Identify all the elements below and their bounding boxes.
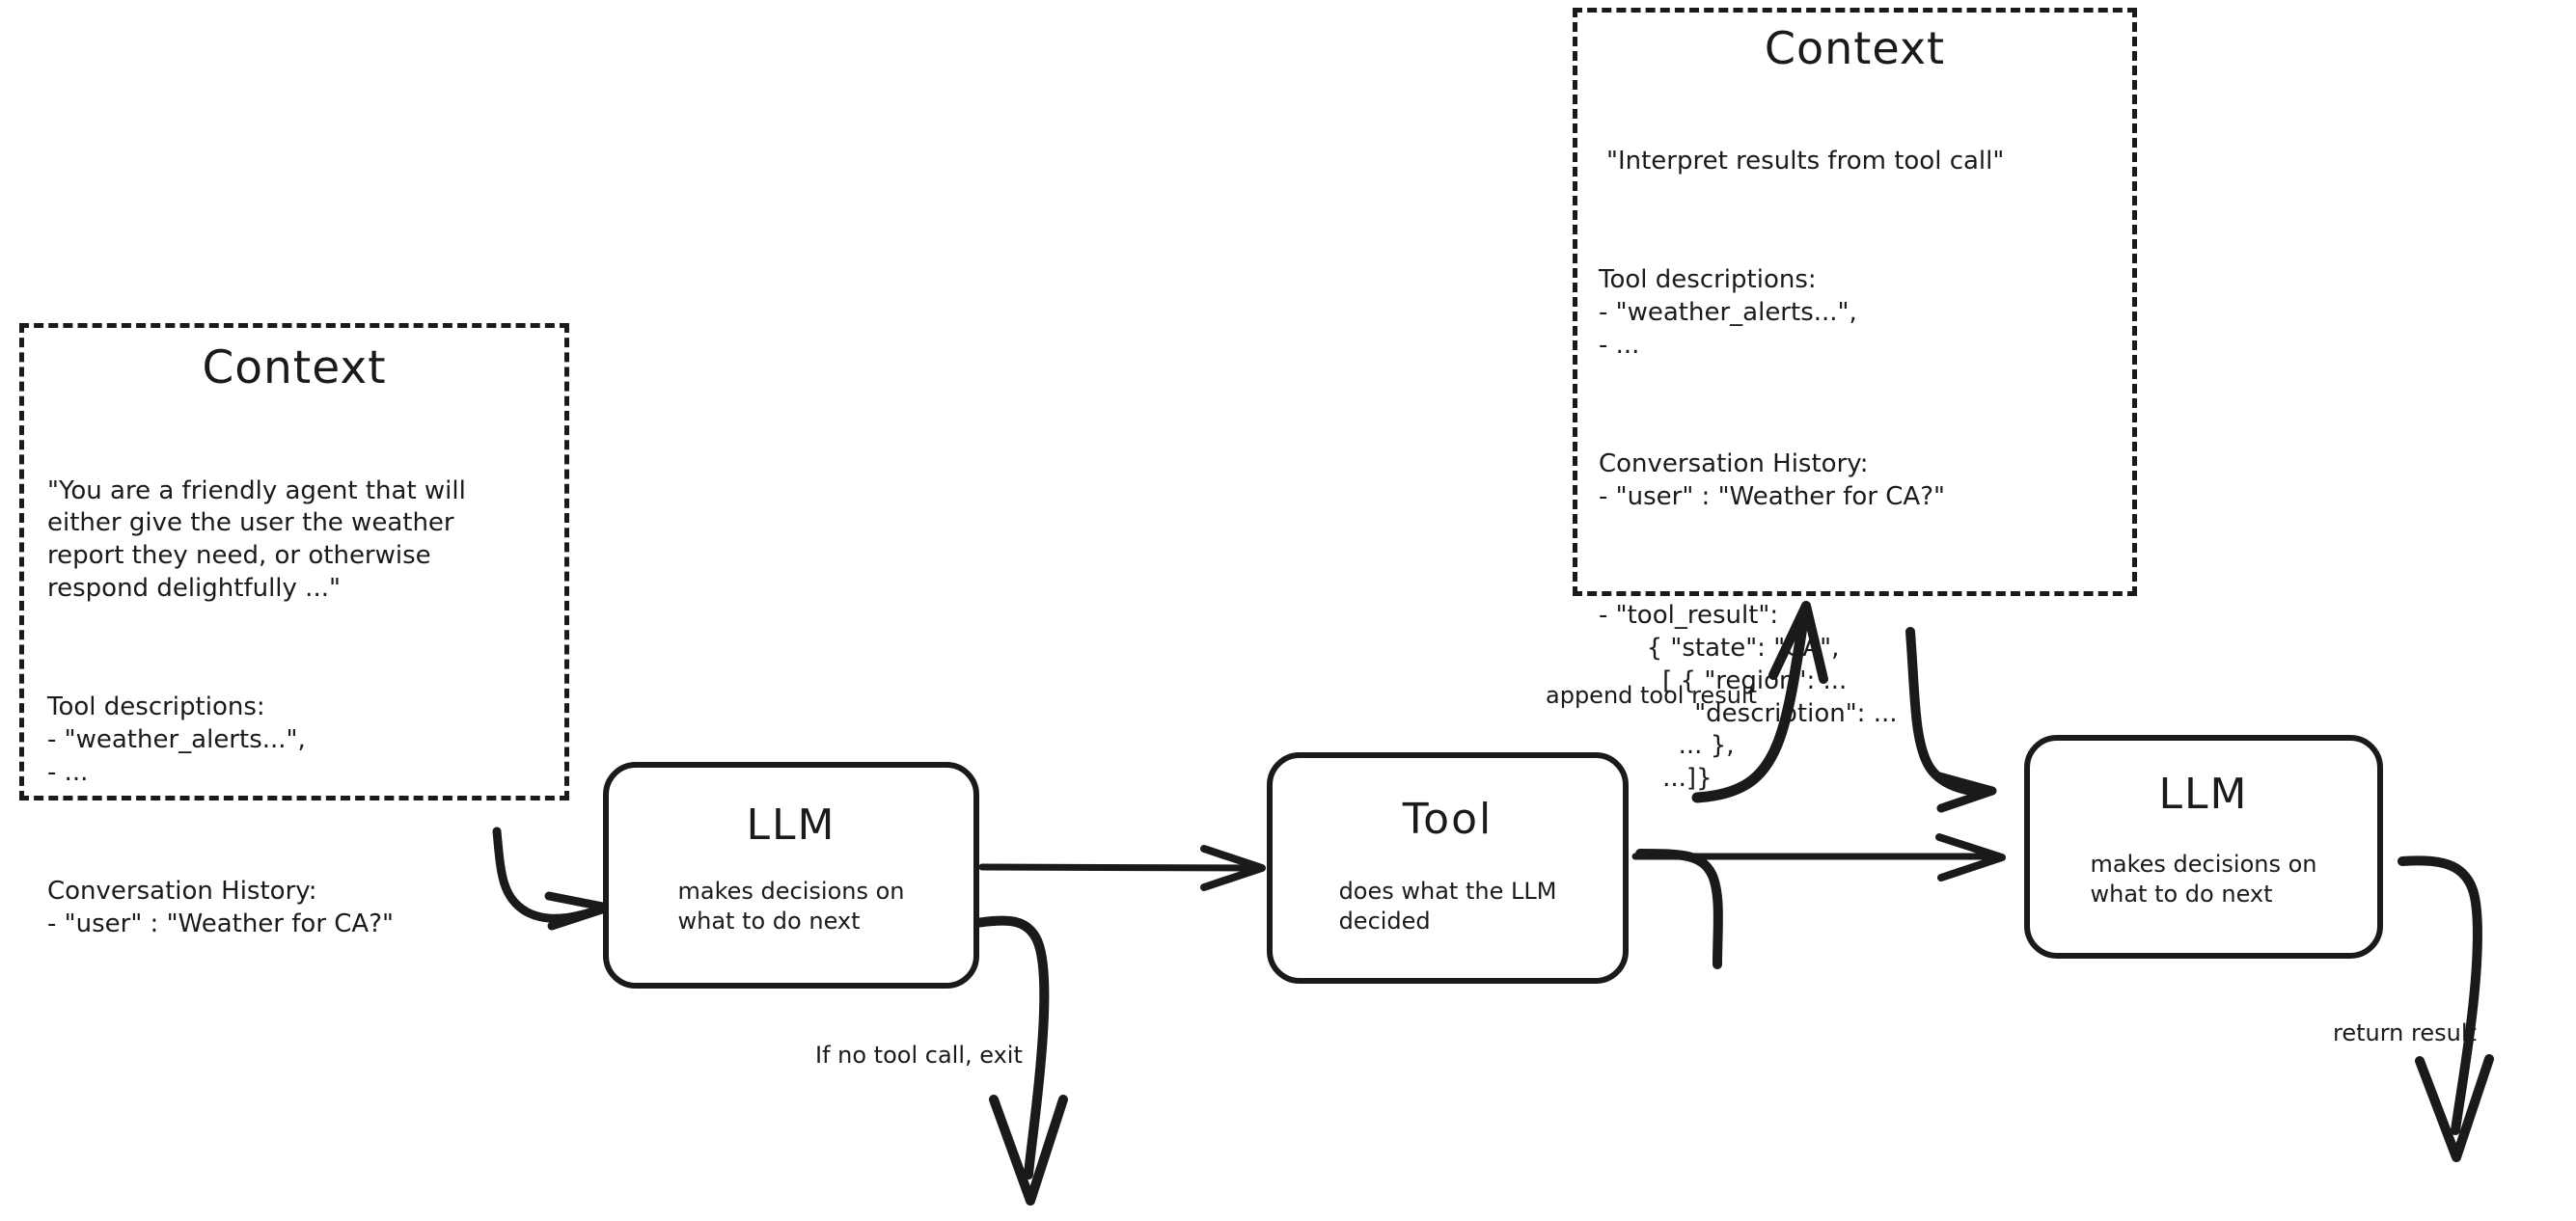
node-llm-right-subtitle: makes decisions on what to do next: [2090, 851, 2317, 908]
edge-label-append-tool-result: append tool result: [1546, 682, 1757, 709]
node-tool-subtitle: does what the LLM decided: [1338, 878, 1557, 935]
arrow-append-tool-result: [1635, 601, 1828, 969]
node-tool-title: Tool: [1402, 795, 1494, 844]
node-llm-left-title: LLM: [746, 800, 836, 850]
node-llm-left-subtitle: makes decisions on what to do next: [677, 878, 905, 935]
context-left-system-prompt: "You are a friendly agent that will eith…: [47, 475, 466, 603]
edge-label-return-result: return result: [2333, 1019, 2477, 1046]
context-box-left: Context "You are a friendly agent that w…: [19, 323, 569, 938]
context-box-right: Context "Interpret results from tool cal…: [1573, 8, 2137, 793]
node-llm-right-title: LLM: [2158, 770, 2249, 819]
context-left-conversation-history: Conversation History: - "user" : "Weathe…: [47, 877, 394, 939]
context-left-body: "You are a friendly agent that will eith…: [47, 410, 564, 1007]
node-llm-right[interactable]: LLM makes decisions on what to do next: [2024, 735, 2383, 959]
context-right-title: Context: [1764, 22, 1946, 74]
context-left-title: Context: [202, 341, 387, 394]
context-right-tool-result: - "tool_result": { "state": "CA", [ { "r…: [1599, 601, 1898, 794]
context-left-tool-descriptions: Tool descriptions: - "weather_alerts..."…: [47, 692, 306, 787]
node-llm-left[interactable]: LLM makes decisions on what to do next: [603, 762, 979, 989]
context-right-body: "Interpret results from tool call" Tool …: [1599, 80, 2132, 861]
arrow-exit: [972, 915, 1068, 1206]
arrow-context-right-to-llm-right: [1905, 627, 1997, 813]
context-right-conversation-history: Conversation History: - "user" : "Weathe…: [1599, 448, 1945, 511]
arrow-return-result: [2398, 855, 2494, 1162]
context-right-system-prompt: "Interpret results from tool call": [1606, 146, 2005, 176]
node-tool[interactable]: Tool does what the LLM decided: [1267, 752, 1629, 984]
arrow-llm-to-tool: [978, 845, 1266, 891]
context-right-tool-descriptions: Tool descriptions: - "weather_alerts..."…: [1599, 264, 1857, 360]
edge-label-if-no-tool-call-exit: If no tool call, exit: [815, 1042, 1023, 1069]
